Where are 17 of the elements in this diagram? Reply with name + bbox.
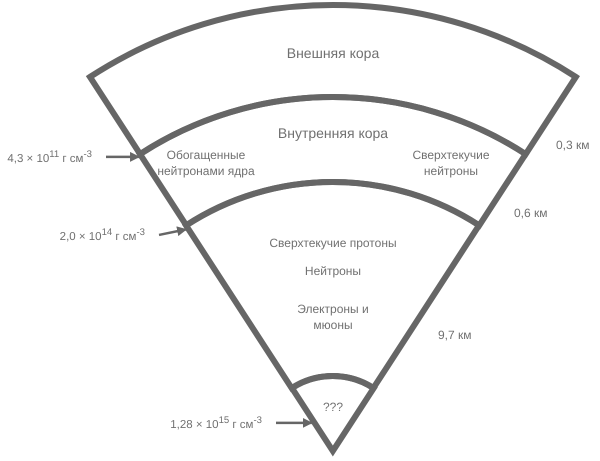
depth-label: 0,6 км (514, 206, 548, 220)
depth-label: 9,7 км (438, 328, 472, 342)
layer-title: Внешняя кора (286, 45, 380, 61)
layer-text: Нейтроны (304, 263, 362, 279)
layer-text: Обогащенные нейтронами ядра (156, 147, 256, 179)
layer-text: Сверхтекучие нейтроны (411, 147, 490, 179)
arrow (106, 152, 140, 162)
density-label: 4,3 × 10$^{11}$ г см$^{-3}$ (7, 146, 92, 168)
density-label: 1,28 × 10$^{15}$ г см$^{-3}$ (170, 412, 262, 434)
depth-label: 0,3 км (556, 138, 590, 152)
layer-text: Сверхтекучие протоны (269, 235, 397, 251)
layer-text: Электроны и мюоны (296, 301, 370, 333)
layer-title: Внутренняя кора (278, 125, 388, 141)
arrow (158, 226, 188, 236)
density-label: 2,0 × 10$^{14}$ г см$^{-3}$ (60, 224, 145, 246)
layer-text: ??? (322, 399, 343, 415)
arrow (276, 418, 313, 428)
